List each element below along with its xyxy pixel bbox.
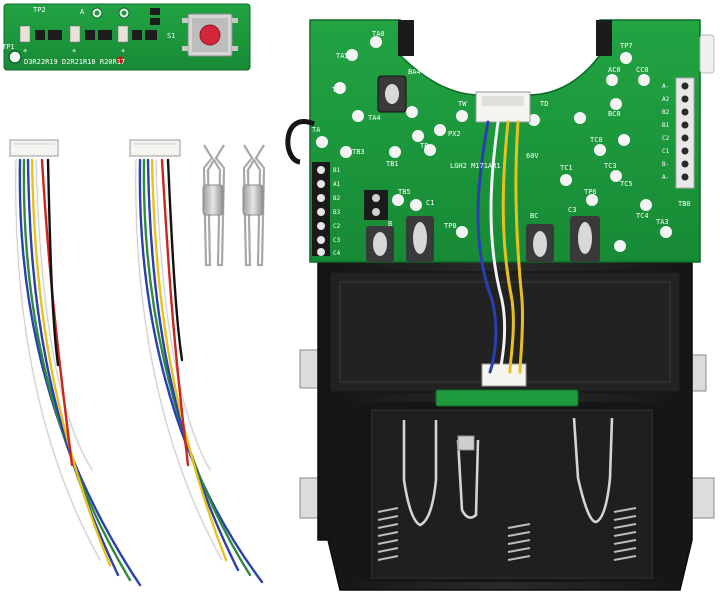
svg-text:C4: C4 [333,250,341,257]
terminal-posts [366,216,600,262]
label-tp2: TP2 [33,6,46,14]
left-pin-labels: B1 A1 B2 B3 C2 C3 C4 [333,167,341,257]
label-plus-2: + [72,47,76,55]
label-tb5: TB5 [398,188,411,196]
svg-text:B2: B2 [662,109,670,116]
metal-terminal-1 [202,144,226,267]
label-tc5: TC5 [620,180,633,188]
test-pads [316,36,672,252]
label-tc3: TC3 [604,162,617,170]
label-tb3: TB3 [352,148,365,156]
terminal-clips [402,417,614,527]
battery-connector-housing [299,261,715,591]
label-ta: TA [312,126,321,134]
label-ta2: TA2 [332,86,345,94]
jst-connector [129,139,181,157]
svg-text:B-: B- [662,161,669,168]
label-tb0: TB0 [678,200,691,208]
label-ta5: TA5 [336,52,349,60]
label-c1: C1 [426,199,434,207]
svg-text:C2: C2 [333,223,341,230]
svg-text:A-: A- [662,174,669,181]
label-tc1: TC1 [560,164,573,172]
small-connector [481,363,527,387]
right-pin-header [675,77,695,189]
label-b: B [388,220,392,228]
svg-text:B1: B1 [333,167,341,174]
main-pcb: TA0 TA5 BA4 TA2 TA4 TA TB3 TB1 TB PX2 TW… [285,19,715,374]
spring-left [377,507,399,561]
label-tb1: TB1 [386,160,399,168]
label-a: A [80,8,85,16]
label-bc: BC [530,212,538,220]
internal-wires [476,120,525,374]
label-ta4: TA4 [368,114,381,122]
label-resistor-row: D3R22R19 D2R21R18 R20R17 [24,58,125,66]
label-plus-3: + [121,47,125,55]
wire-harness-right [129,139,264,584]
label-tw: TW [458,100,467,108]
svg-text:C2: C2 [662,135,670,142]
svg-text:B3: B3 [333,209,341,216]
label-model: 60V [526,152,539,160]
label-bc0: BC0 [608,110,621,118]
svg-text:A2: A2 [662,96,670,103]
jst-connector [9,139,59,157]
svg-text:B2: B2 [333,195,341,202]
metal-terminal-2 [242,144,266,267]
contact-pcb-strip [435,389,579,407]
label-c3: C3 [568,206,576,214]
label-td: TD [540,100,548,108]
label-ba4: BA4 [408,68,421,76]
svg-text:A1: A1 [333,181,341,188]
label-tp7: TP7 [620,42,633,50]
label-ta0: TA0 [372,30,385,38]
label-ta3: TA3 [656,218,669,226]
label-tb: TB [420,142,428,150]
push-button [182,13,238,57]
label-tc0: TC0 [590,136,603,144]
left-pin-header [312,162,330,256]
svg-text:C3: C3 [333,237,341,244]
svg-text:A-: A- [662,83,669,90]
label-tc2: TC2 [618,136,631,144]
spring-middle [507,523,531,561]
svg-text:C1: C1 [662,148,670,155]
small-led-board: TP2 A TP1 S1 + + + D3R22R19 D2R21R18 R20… [2,3,251,71]
label-ac0: AC0 [608,66,621,74]
label-plus-1: + [23,47,27,55]
svg-text:B1: B1 [662,122,670,129]
label-tp8: TP8 [444,222,457,230]
label-tp1: TP1 [2,43,15,51]
label-tp6: TP6 [584,188,597,196]
right-pin-labels: A- A2 B2 B1 C2 C1 B- A- [662,83,670,181]
smd-components [19,8,160,43]
label-px2: PX2 [448,130,461,138]
spring-right [613,507,637,561]
label-cc0: CC0 [636,66,649,74]
label-board-code: LGH2 M171AR1 [450,162,501,170]
wire-harness-left [9,139,142,587]
label-s1: S1 [167,32,175,40]
label-tc4: TC4 [636,212,649,220]
